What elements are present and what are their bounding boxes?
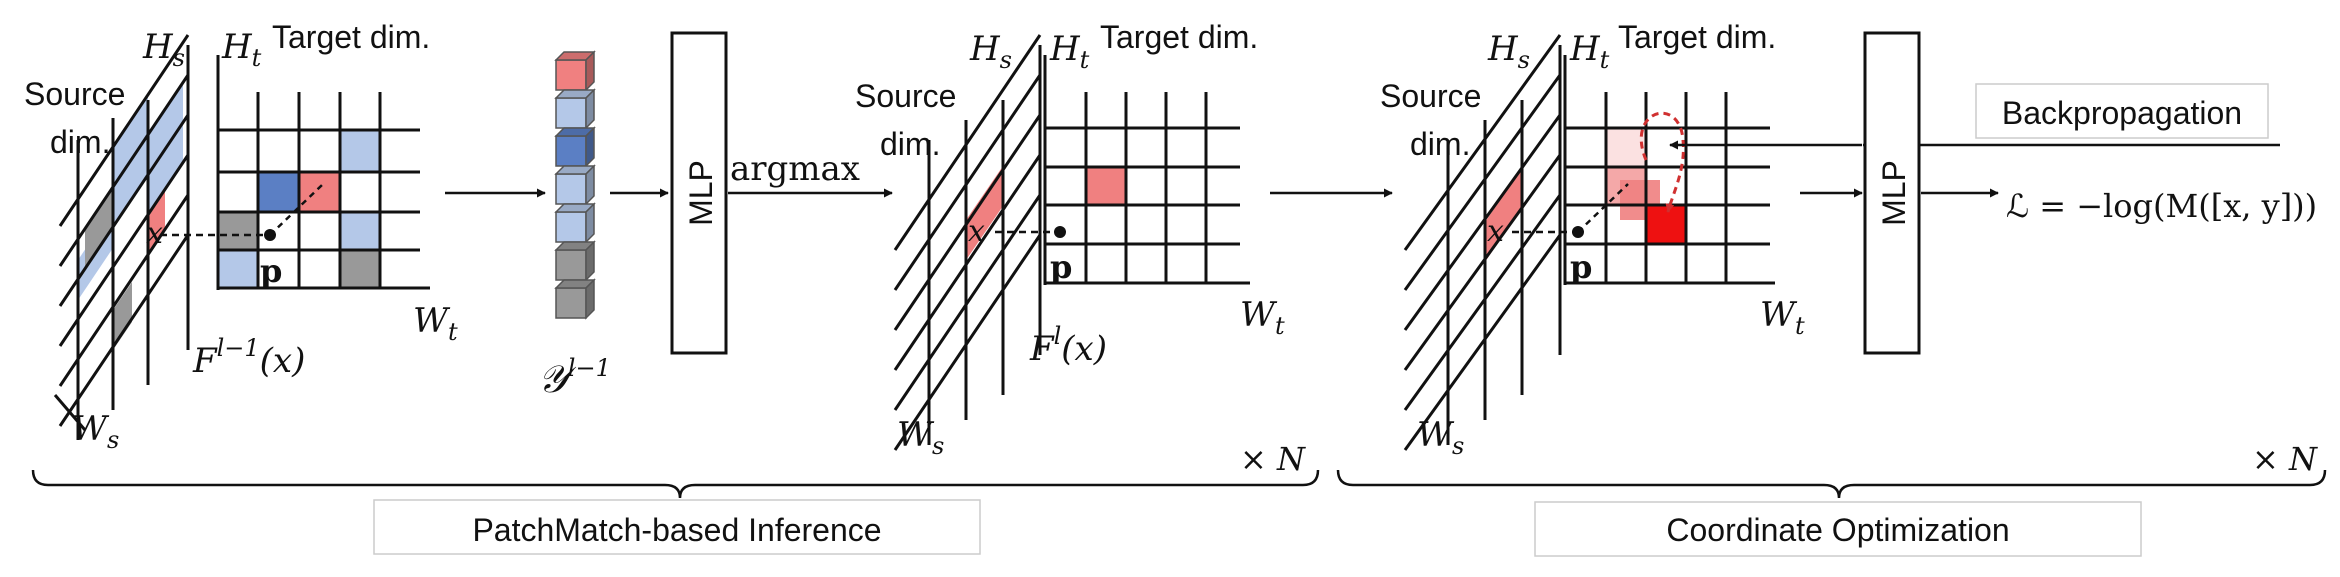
target-dim-label: Target dim. xyxy=(1100,19,1258,55)
p-label: p xyxy=(1570,248,1592,286)
hs-label: Hs xyxy=(1487,29,1530,74)
target-cell-dark-blue xyxy=(258,172,299,212)
dim-label: dim. xyxy=(50,124,110,160)
panel-2-labels: Hs Ht Target dim. Source dim. x p Wt Fl(… xyxy=(855,19,1306,478)
backprop-label: Backpropagation xyxy=(2002,95,2242,131)
source-cell-salmon xyxy=(966,166,1003,260)
cube-gray xyxy=(554,240,596,282)
target-cell-light-blue xyxy=(218,250,258,288)
p-label: p xyxy=(260,252,282,290)
panel-2-source-grid xyxy=(893,34,1042,451)
f-prev-label: Fl−1(x) xyxy=(192,334,305,381)
source-cell-salmon xyxy=(148,190,165,256)
ws-label: Ws xyxy=(72,409,119,454)
point-p-dot xyxy=(264,229,276,241)
mlp-box-2 xyxy=(1863,31,1921,355)
ws-label: Ws xyxy=(1417,415,1464,460)
coord-opt-box xyxy=(1534,501,2142,557)
x-label: x xyxy=(146,216,163,251)
ht-label: Ht xyxy=(1049,29,1090,74)
wt-label: Wt xyxy=(413,301,458,346)
target-cell-salmon xyxy=(299,172,340,212)
ht-label: Ht xyxy=(1569,29,1610,74)
cube-light-blue xyxy=(554,88,596,130)
panel-1-source-grid xyxy=(53,34,190,440)
source-cell-light-blue xyxy=(113,96,148,188)
source-cell-light-blue xyxy=(148,124,183,216)
brace-right xyxy=(1336,469,2327,499)
cube-dark-blue xyxy=(554,126,596,168)
wt-label: Wt xyxy=(1240,295,1285,340)
mlp-box-1 xyxy=(670,31,728,355)
dim-label: dim. xyxy=(880,126,940,162)
source-cell-salmon xyxy=(1485,168,1522,262)
panel-1-target-grid xyxy=(160,55,430,290)
target-cell-salmon xyxy=(1086,167,1126,205)
source-cell-gray xyxy=(85,188,113,270)
mlp-label-1: MLP xyxy=(683,160,719,226)
source-label: Source xyxy=(855,78,956,114)
source-label: Source xyxy=(24,76,125,112)
times-n-label-2: × N xyxy=(2252,440,2318,478)
patchmatch-box xyxy=(373,499,981,555)
brace-left xyxy=(31,469,1320,499)
hs-label: Hs xyxy=(142,27,185,72)
p-label: p xyxy=(1050,248,1072,286)
target-dim-label: Target dim. xyxy=(1618,19,1776,55)
target-cell-gray xyxy=(340,250,380,288)
panel-1-labels: Hs Ht Target dim. Source dim. x p Wt Fl−… xyxy=(24,19,458,454)
backprop-box xyxy=(1975,83,2269,139)
y-label: 𝒴l−1 xyxy=(538,354,611,401)
target-cell-pink-faint xyxy=(1606,128,1646,167)
point-p-dot xyxy=(1572,226,1584,238)
cube-gray xyxy=(554,278,596,320)
patchmatch-label: PatchMatch-based Inference xyxy=(472,512,881,548)
coord-opt-label: Coordinate Optimization xyxy=(1666,512,2009,548)
update-arrow xyxy=(1639,111,1685,213)
source-cell-light-blue xyxy=(148,84,183,176)
panel-3-source-grid xyxy=(1403,34,1562,451)
cube-light-blue xyxy=(554,202,596,244)
source-cell-gray xyxy=(113,282,132,350)
point-p-dot xyxy=(1054,226,1066,238)
panel-3-labels: Hs Ht Target dim. Source dim. x p Wt Ws xyxy=(1380,19,1805,460)
cube-salmon xyxy=(554,50,596,92)
loss-formula: ℒ = −log(M([x, y])) xyxy=(2006,187,2317,225)
mlp-label-2: MLP xyxy=(1876,160,1912,226)
x-label: x xyxy=(968,214,985,249)
cube-stack xyxy=(554,50,596,320)
cube-light-blue xyxy=(554,164,596,206)
target-cell-light-blue xyxy=(340,130,380,172)
target-cell-light-blue xyxy=(340,212,380,250)
x-label: x xyxy=(1487,214,1504,249)
panel-3-target-grid xyxy=(1512,55,1775,285)
f-cur-label: Fl(x) xyxy=(1029,322,1107,369)
ht-label: Ht xyxy=(221,27,262,72)
target-cell-gray xyxy=(218,212,258,250)
target-dim-label: Target dim. xyxy=(272,19,430,55)
dim-label: dim. xyxy=(1410,126,1470,162)
wt-label: Wt xyxy=(1760,295,1805,340)
hs-label: Hs xyxy=(969,29,1012,74)
source-cell-light-blue xyxy=(113,136,148,228)
argmax-label: argmax xyxy=(730,149,860,189)
ws-label: Ws xyxy=(897,415,944,460)
source-grid-lines xyxy=(53,34,190,440)
panel-2-target-grid xyxy=(995,55,1250,285)
target-cell-red xyxy=(1646,205,1686,244)
source-label: Source xyxy=(1380,78,1481,114)
times-n-label-1: × N xyxy=(1240,440,1306,478)
